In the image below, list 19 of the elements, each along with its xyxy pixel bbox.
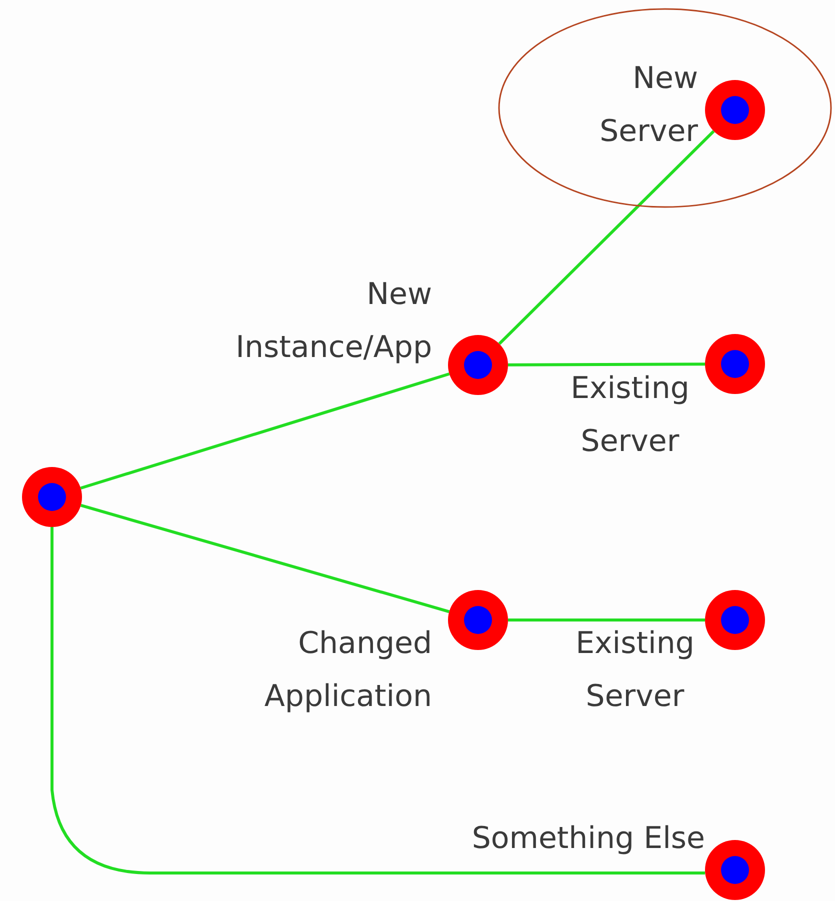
node-dot: [448, 590, 508, 650]
node-dot: [705, 840, 765, 900]
node-caption: New Instance/App: [234, 276, 432, 367]
node-caption: Existing Server: [570, 370, 690, 461]
connector-line: [508, 362, 705, 366]
connector-line: [80, 504, 450, 614]
node-caption: Existing Server: [574, 625, 696, 716]
connector-line: [508, 618, 705, 622]
node-caption: Changed Application: [263, 625, 432, 716]
connector-line: [498, 130, 715, 345]
node-dot: [705, 80, 765, 140]
node-caption: Something Else: [470, 820, 705, 858]
connector-line: [50, 527, 705, 874]
node-dot: [22, 467, 82, 527]
node-dot: [705, 590, 765, 650]
node-label: New Server: [598, 60, 698, 151]
node-dot: [705, 334, 765, 394]
connector-line: [80, 372, 450, 490]
node-dot: [448, 335, 508, 395]
